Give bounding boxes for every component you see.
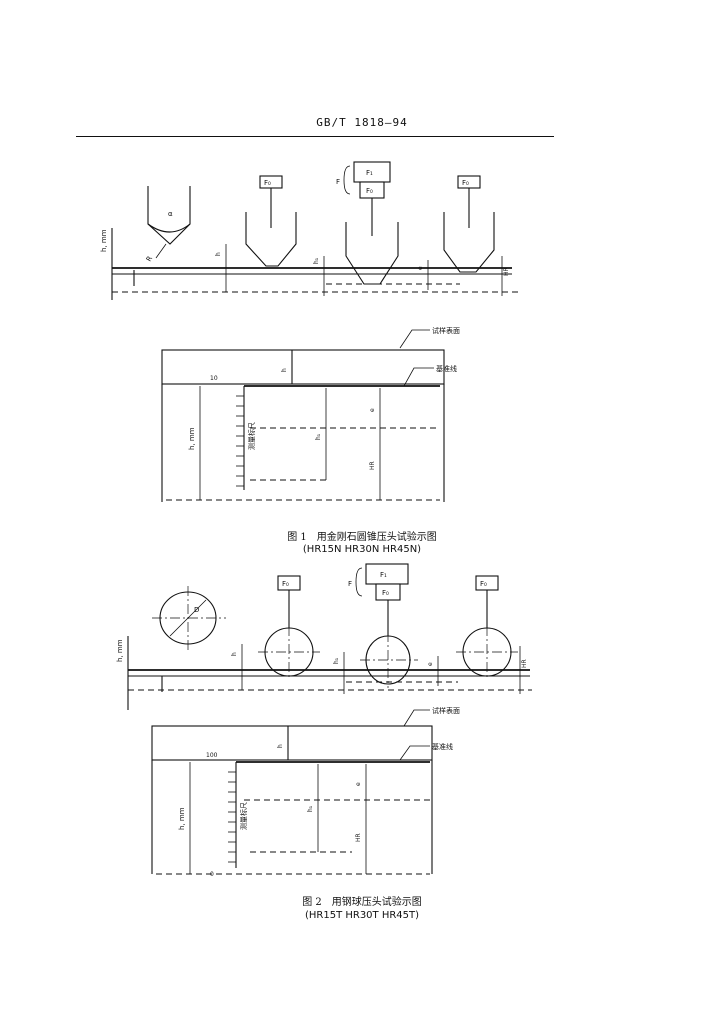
force-label-f1: F₁ (366, 169, 373, 177)
scale-ticks-2 (228, 771, 236, 863)
force-label-f: F (336, 178, 340, 186)
h1-label-2: h₁ (333, 657, 340, 664)
hr-label-1: HR (503, 267, 510, 276)
figure1-scale-diagram: 试样表面 基准线 h 10 h, mm 测量标尺 h₁ e HR (161, 326, 460, 502)
force-label-f0-1: F₀ (264, 179, 271, 187)
figure1-scales: (HR15N HR30N HR45N) (302, 544, 422, 555)
figure2-scales: (HR15T HR30T HR45T) (304, 910, 420, 921)
figure2-scale-diagram: 试样表面 基准线 h 100 h, mm 0 测量标尺 h₁ e HR (151, 706, 460, 878)
figure2-title: 用钢球压头试验示图 (331, 897, 422, 908)
header-rule (76, 136, 554, 137)
hr-label-box1: HR (369, 461, 376, 470)
h-unit-label: h, mm (100, 229, 108, 252)
h0-label-2: h (231, 652, 238, 656)
e-label-1: e (417, 266, 424, 270)
h0-label: h (215, 252, 222, 256)
top-mark-fig1: 10 (210, 375, 218, 382)
e-label-box1: e (369, 408, 376, 412)
reference-label-1: 基准线 (436, 364, 457, 373)
force-label-f0-b2: F₀ (382, 589, 389, 597)
depth-scale-label-2: 测量标尺 (239, 802, 248, 830)
h-unit-label-box2: h, mm (178, 807, 186, 830)
angle-label: α (168, 210, 173, 218)
standard-code: GB/T 1818—94 (316, 116, 408, 129)
figure1-caption: 图 1 用金刚石圆锥压头试验示图 (0, 528, 724, 543)
h1-label: h₁ (313, 257, 320, 264)
figure2-caption: 图 2 用钢球压头试验示图 (0, 893, 724, 908)
hr-label-box2: HR (355, 833, 362, 842)
figure2-number: 图 2 (302, 897, 322, 908)
h-unit-label-2: h, mm (116, 639, 124, 662)
h0-label-box1: h (281, 368, 288, 372)
force-label-f0-3: F₀ (462, 179, 469, 187)
figure2-indenter-diagram: D h, mm F₀ h F₁ F₀ F h₁ F₀ e HR (116, 563, 532, 710)
force-label-f1-b: F₁ (380, 571, 387, 579)
h-unit-label-box1: h, mm (188, 427, 196, 450)
reference-label-2: 基准线 (432, 742, 453, 751)
force-label-f0-2: F₀ (366, 187, 373, 195)
force-box-f1-b (365, 563, 409, 585)
e-label-box2: e (355, 782, 362, 786)
surface-label-2: 试样表面 (432, 706, 460, 715)
h0-label-box2: h (277, 744, 284, 748)
scale-ticks-1 (236, 395, 244, 487)
force-label-f0-b3: F₀ (480, 580, 487, 588)
h1-label-box1: h₁ (315, 433, 322, 440)
surface-label-1: 试样表面 (432, 326, 460, 335)
figure1-number: 图 1 (287, 532, 307, 543)
figure1-indenter-diagram: α R h, mm F₀ h F₁ F₀ F h₁ F₀ e HR (100, 161, 518, 300)
zero-label: 0 (210, 871, 214, 878)
h1-label-box2: h₁ (307, 805, 314, 812)
hr-label-2: HR (521, 659, 528, 668)
e-label-2: e (427, 662, 434, 666)
radius-label: R (145, 255, 154, 263)
depth-scale-label-1: 测量标尺 (247, 422, 256, 450)
force-label-f0-b1: F₀ (282, 580, 289, 588)
top-mark-fig2: 100 (206, 752, 218, 759)
figure1-title: 用金刚石圆锥压头试验示图 (316, 532, 437, 543)
force-label-f-b: F (348, 580, 352, 588)
diameter-label: D (194, 606, 199, 614)
